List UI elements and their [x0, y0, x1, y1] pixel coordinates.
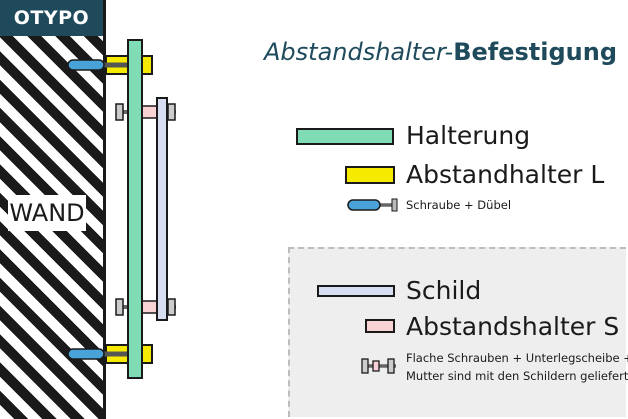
- legend-schild-label: Schild: [406, 276, 482, 305]
- wall-label: WAND: [8, 195, 86, 231]
- supplied-parts-box: [288, 247, 626, 417]
- legend-spacer-s-label: Abstandshalter S: [406, 312, 620, 341]
- spacer-s-bottom: [141, 300, 159, 314]
- sign-bolt-head-bottom: [115, 298, 124, 316]
- page-title: Abstandshalter-Befestigung: [264, 38, 617, 66]
- legend-halterung-label: Halterung: [406, 121, 531, 150]
- title-part-2: Befestigung: [453, 38, 618, 66]
- legend-spacer-l-label: Abstandhalter L: [406, 160, 605, 189]
- wall-edge: [103, 0, 106, 419]
- legend-halterung-swatch: [296, 128, 394, 145]
- legend-screw-dowel-label: Schraube + Dübel: [406, 198, 512, 212]
- note-line-2: Mutter sind mit den Schildern geliefert: [406, 369, 628, 383]
- mount-bar: [127, 39, 143, 379]
- legend-spacer-l-swatch: [345, 166, 395, 184]
- legend-flat-screw-icon: [361, 358, 396, 374]
- legend-screw-dowel-icon: [347, 198, 398, 212]
- sign-nut-bottom: [167, 298, 176, 316]
- title-part-1: Abstandshalter-: [264, 38, 454, 66]
- legend-spacer-s-swatch: [365, 319, 395, 333]
- spacer-s-top: [141, 105, 159, 119]
- dowel-top: [67, 59, 105, 71]
- dowel-bottom: [67, 348, 105, 360]
- sign-bolt-head-top: [115, 103, 124, 121]
- logo: OTYPO: [0, 0, 103, 36]
- legend-schild-swatch: [317, 285, 395, 297]
- sign-panel: [156, 97, 168, 321]
- sign-nut-top: [167, 103, 176, 121]
- note-line-1: Flache Schrauben + Unterlegscheibe +: [406, 351, 628, 365]
